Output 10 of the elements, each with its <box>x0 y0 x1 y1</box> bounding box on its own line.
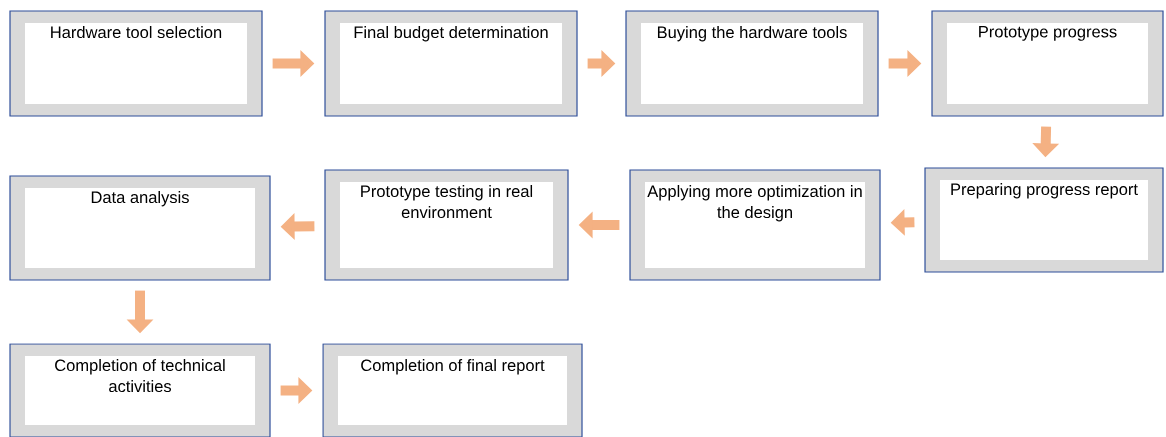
process-box: Buying the hardware tools <box>625 10 879 117</box>
process-box: Final budget determination <box>324 10 578 117</box>
process-box: Applying more optimization in the design <box>629 169 881 281</box>
process-box: Preparing progress report <box>924 167 1164 273</box>
process-box: Hardware tool selection <box>9 10 263 117</box>
process-box: Completion of technical activities <box>9 343 271 437</box>
process-box: Prototype progress <box>931 10 1164 117</box>
process-box: Prototype testing in real environment <box>324 169 569 281</box>
process-box: Data analysis <box>9 175 271 281</box>
process-box: Completion of final report <box>322 343 583 437</box>
